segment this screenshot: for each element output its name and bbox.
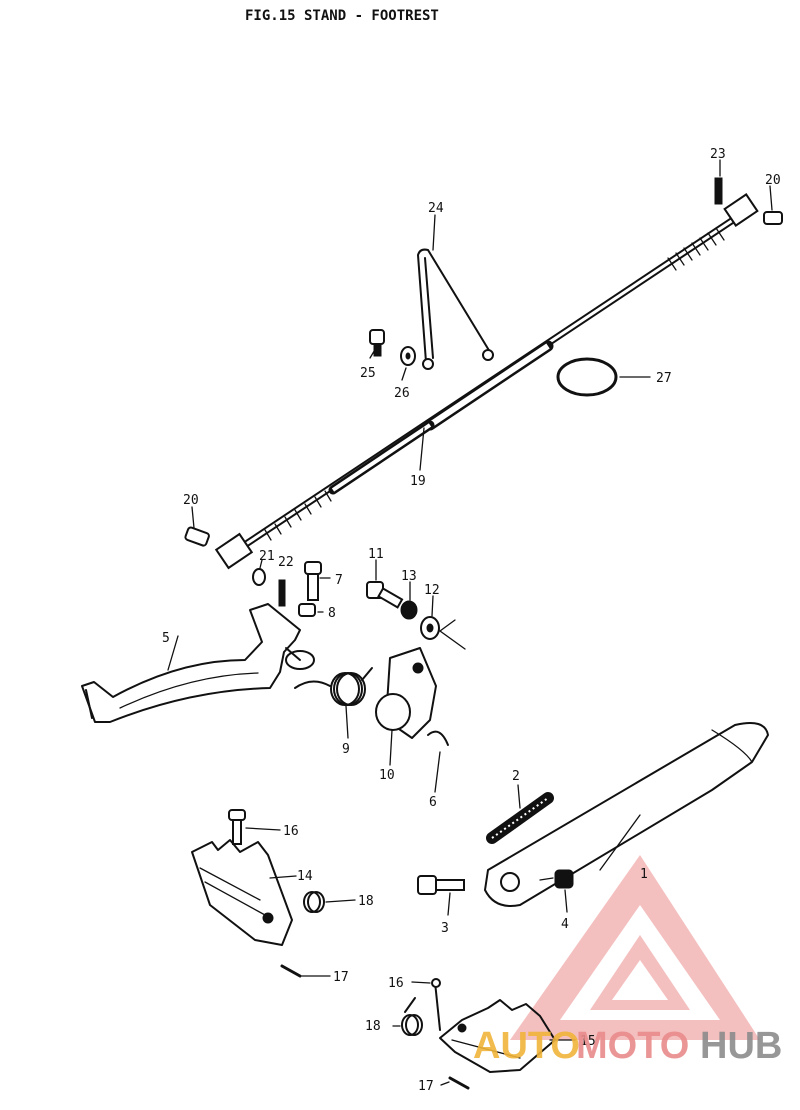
label-15: 15 xyxy=(580,1034,596,1049)
bolt-16-upper xyxy=(228,809,246,845)
washer-21 xyxy=(252,568,266,586)
bolt-25 xyxy=(369,329,385,357)
label-7: 7 xyxy=(335,573,343,588)
label-14: 14 xyxy=(297,869,313,884)
label-12: 12 xyxy=(424,583,440,598)
watermark-logo xyxy=(510,855,760,1040)
footrest-14 xyxy=(191,839,293,946)
washer-26 xyxy=(400,346,416,366)
part-labels: 1 2 3 4 5 6 7 8 9 10 11 12 13 14 15 16 1… xyxy=(162,147,781,1094)
ring-27 xyxy=(556,357,618,397)
label-6: 6 xyxy=(429,795,437,810)
label-18-upper: 18 xyxy=(358,894,374,909)
bolt-3 xyxy=(417,875,465,895)
spring-18-upper xyxy=(303,891,325,913)
footrest-15 xyxy=(439,999,556,1073)
washer-12 xyxy=(420,616,440,640)
label-16-lower: 16 xyxy=(388,976,404,991)
label-21: 21 xyxy=(259,549,275,564)
nut-4 xyxy=(554,869,574,889)
label-13: 13 xyxy=(401,569,417,584)
label-16-upper: 16 xyxy=(283,824,299,839)
label-20-top: 20 xyxy=(765,173,781,188)
bolt-7 xyxy=(304,561,322,601)
bolt-16-lower xyxy=(431,978,441,1031)
label-19: 19 xyxy=(410,474,426,489)
label-17-upper: 17 xyxy=(333,970,349,985)
watermark-hub: HUB xyxy=(700,1025,782,1067)
watermark-text: AUTO MOTO HUB xyxy=(473,1025,782,1067)
cable-19 xyxy=(214,193,759,570)
washer-13 xyxy=(400,600,418,620)
label-2: 2 xyxy=(512,769,520,784)
brake-pedal-5 xyxy=(81,603,315,723)
label-1: 1 xyxy=(640,867,648,882)
label-20-left: 20 xyxy=(183,493,199,508)
bolt-20-top xyxy=(763,211,783,225)
label-23: 23 xyxy=(710,147,726,162)
label-8: 8 xyxy=(328,606,336,621)
clip-6 xyxy=(427,730,449,746)
nut-8 xyxy=(298,603,316,617)
label-3: 3 xyxy=(441,921,449,936)
watermark-moto: MOTO xyxy=(576,1025,689,1067)
pin-17-lower xyxy=(448,1076,470,1090)
label-25: 25 xyxy=(360,366,376,381)
spring-18-lower xyxy=(401,997,423,1036)
label-17-lower: 17 xyxy=(418,1079,434,1094)
label-18-lower: 18 xyxy=(365,1019,381,1034)
label-11: 11 xyxy=(368,547,384,562)
watermark-auto: AUTO xyxy=(473,1025,580,1067)
label-26: 26 xyxy=(394,386,410,401)
label-5: 5 xyxy=(162,631,170,646)
leader-lines xyxy=(167,159,773,1086)
cam-10 xyxy=(375,647,437,739)
pin-17-upper xyxy=(280,964,302,978)
bracket-24 xyxy=(417,248,494,370)
spring-2 xyxy=(486,792,554,844)
side-stand-1 xyxy=(484,722,769,907)
label-22: 22 xyxy=(278,555,294,570)
figure-title: FIG.15 STAND - FOOTREST xyxy=(245,8,439,24)
label-24: 24 xyxy=(428,201,444,216)
bolt-20-left xyxy=(184,526,210,547)
label-10: 10 xyxy=(379,768,395,783)
label-4: 4 xyxy=(561,917,569,932)
spring-9 xyxy=(294,667,373,706)
bolt-11 xyxy=(366,581,404,609)
label-27: 27 xyxy=(656,371,672,386)
pin-22 xyxy=(278,579,286,607)
pin-23 xyxy=(714,177,723,205)
label-9: 9 xyxy=(342,742,350,757)
